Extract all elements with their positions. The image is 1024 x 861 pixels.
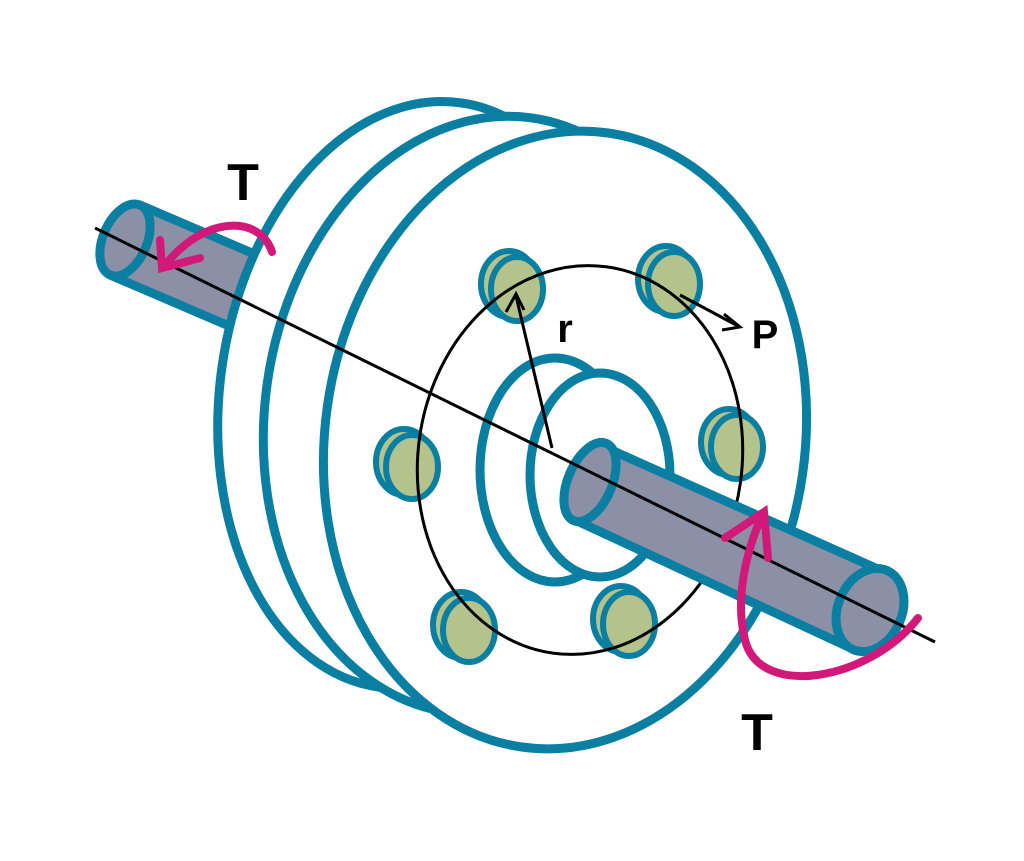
force-arrow: [679, 293, 744, 332]
radius-label: r: [557, 307, 573, 351]
bolt-head: [635, 243, 703, 319]
force-label: P: [752, 313, 779, 357]
torque-label-right: T: [741, 704, 773, 762]
torque-label-left: T: [227, 154, 259, 212]
bolt-head: [430, 589, 498, 665]
bolt-head: [590, 583, 658, 659]
bolt-head: [698, 406, 766, 482]
bolt-head: [373, 426, 441, 502]
radius-arrow: [504, 290, 554, 449]
right-shaft: [559, 437, 909, 657]
torque-arrow-left: [156, 221, 276, 274]
shaft-axis: [94, 226, 936, 644]
torque-arrow-right: [721, 504, 922, 680]
bolt-circle: [415, 264, 745, 656]
